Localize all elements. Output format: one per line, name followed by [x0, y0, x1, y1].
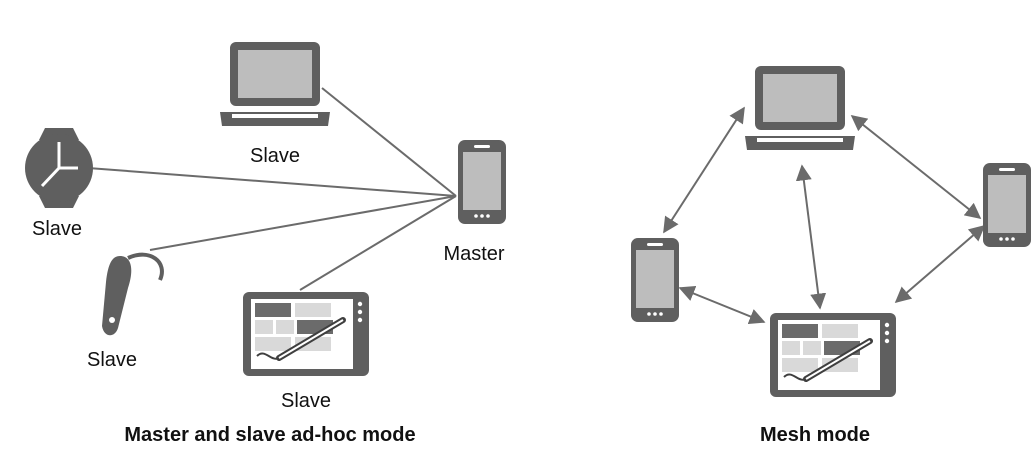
link-laptop-leftphone [663, 106, 745, 234]
master-label: Master [443, 243, 504, 265]
link-laptop-master [321, 87, 457, 197]
link-rightphone-tablet [894, 224, 986, 304]
link-laptop-rightphone [850, 115, 982, 219]
bluetooth-headset-icon [102, 252, 164, 336]
laptop-label: Slave [250, 145, 300, 167]
tablet-with-stylus-icon [243, 292, 369, 376]
laptop-icon [220, 42, 330, 126]
link-headset-master [149, 195, 457, 251]
link-tablet-master [299, 195, 457, 291]
mesh-diagram: Mesh mode [631, 66, 1031, 446]
master-slave-diagram: Slave Slave Slave Slave Master Master an… [25, 42, 506, 446]
master-slave-caption: Master and slave ad-hoc mode [124, 424, 415, 446]
headset-label: Slave [87, 349, 137, 371]
smartphone-icon [631, 238, 679, 322]
smartphone-icon [983, 163, 1031, 247]
tablet-with-stylus-icon [770, 313, 896, 397]
link-leftphone-tablet [678, 285, 766, 325]
mesh-caption: Mesh mode [760, 424, 870, 446]
smartphone-icon [458, 140, 506, 224]
tablet-label: Slave [281, 390, 331, 412]
link-watch-master [87, 167, 457, 197]
smartwatch-icon [25, 128, 93, 208]
watch-label: Slave [32, 218, 82, 240]
laptop-icon [745, 66, 855, 150]
link-laptop-tablet [795, 164, 827, 310]
